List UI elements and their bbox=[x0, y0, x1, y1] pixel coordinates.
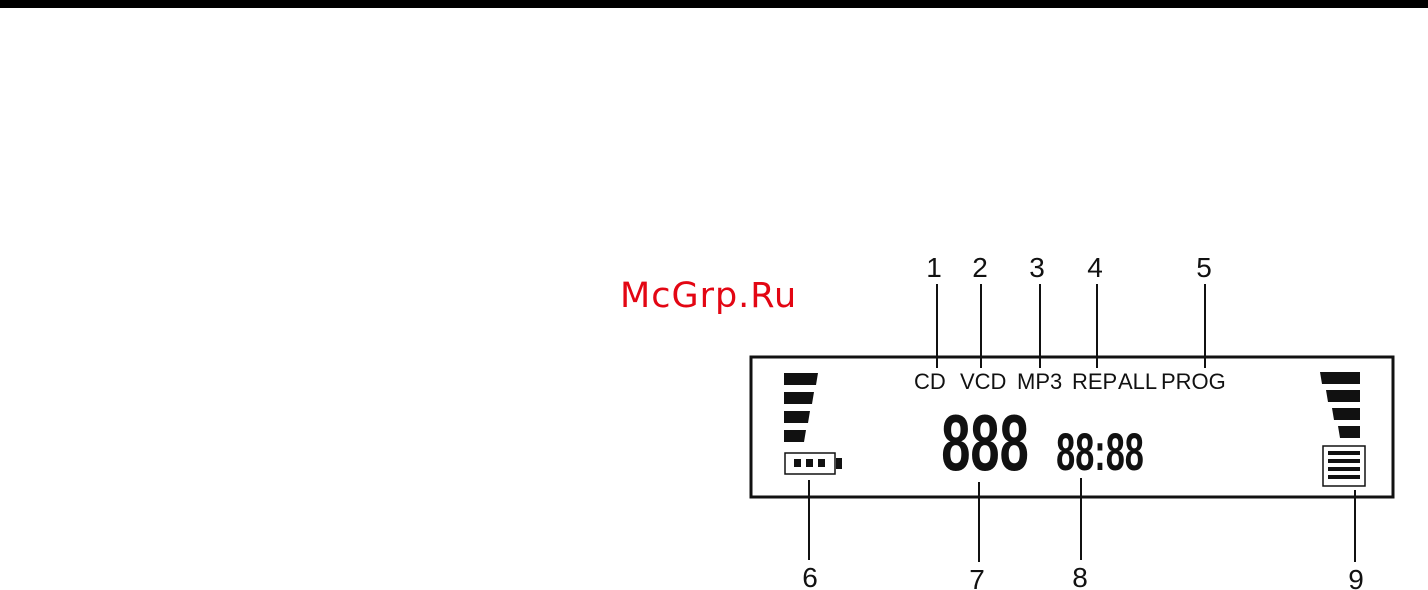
callout-3: 3 bbox=[1029, 252, 1045, 283]
callout-4: 4 bbox=[1087, 252, 1103, 283]
callout-5: 5 bbox=[1196, 252, 1212, 283]
label-cd: CD bbox=[914, 369, 946, 394]
top-leader-lines bbox=[937, 284, 1205, 368]
stacked-lines-icon bbox=[1323, 446, 1365, 486]
label-rep: REP bbox=[1072, 369, 1117, 394]
track-digits: 888 bbox=[941, 399, 1029, 488]
label-prog: PROG bbox=[1161, 369, 1226, 394]
time-digits: 88:88 bbox=[1056, 424, 1144, 482]
callout-8: 8 bbox=[1072, 562, 1088, 590]
callout-7: 7 bbox=[969, 564, 985, 590]
callout-2: 2 bbox=[972, 252, 988, 283]
callout-6: 6 bbox=[802, 562, 818, 590]
label-vcd: VCD bbox=[960, 369, 1006, 394]
bottom-leader-lines bbox=[809, 478, 1355, 562]
callout-9: 9 bbox=[1348, 564, 1364, 590]
callout-1: 1 bbox=[926, 252, 942, 283]
level-bars-icon bbox=[1320, 372, 1360, 438]
label-all: ALL bbox=[1118, 369, 1157, 394]
battery-icon bbox=[785, 453, 842, 474]
level-bars-icon bbox=[784, 373, 818, 442]
label-mp3: MP3 bbox=[1017, 369, 1062, 394]
